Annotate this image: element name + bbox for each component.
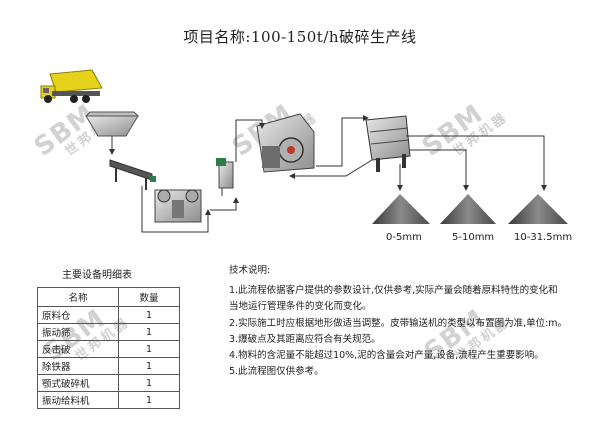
equipment-name: 除铁器 (37, 357, 119, 375)
vibrating-screen-icon (365, 115, 411, 172)
product-pile-icon (440, 194, 496, 224)
column-header: 名称 (37, 287, 119, 307)
impact-crusher-icon (256, 113, 315, 173)
note-line: 5.此流程图仅供参考。 (229, 366, 324, 378)
table-row: 反击破 1 (37, 340, 180, 358)
table-header-row: 名称 数量 (37, 287, 180, 307)
equipment-table-title: 主要设备明细表 (62, 270, 132, 281)
note-line: 2.实际施工时应根据地形做适当调整。皮带输送机的类型以布置图为准,单位:m。 (229, 317, 568, 329)
table-row: 振动给料机 1 (37, 391, 180, 409)
equipment-qty: 1 (118, 340, 180, 358)
equipment-name: 颚式破碎机 (37, 374, 119, 392)
equipment-qty: 1 (118, 357, 180, 375)
technical-notes: 技术说明: 1.此流程依据客户提供的参数设计,仅供参考,实际产量会随着原料特性的… (229, 263, 594, 380)
equipment-name: 振动给料机 (37, 391, 119, 409)
note-line: 1.此流程依据客户提供的参数设计,仅供参考,实际产量会随着原料特性的变化和 (229, 285, 558, 297)
equipment-qty: 1 (118, 391, 180, 409)
note-line: 当地运行管理条件的变化而变化。 (229, 301, 372, 313)
dump-truck-icon (40, 69, 103, 103)
equipment-name: 原料仓 (37, 306, 119, 324)
product-size-label: 10-31.5mm (514, 232, 573, 243)
equipment-qty: 1 (118, 323, 180, 341)
equipment-qty: 1 (118, 374, 180, 392)
product-size-label: 5-10mm (452, 232, 495, 243)
equipment-table: 名称 数量 原料仓 1 振动筛 1 反击破 1 除铁器 1 颚式破碎机 1 振动… (37, 287, 180, 409)
table-row: 颚式破碎机 1 (37, 374, 180, 392)
vibrating-feeder-icon (109, 159, 156, 190)
equipment-name: 振动筛 (37, 323, 119, 341)
raw-material-silo-icon (84, 111, 140, 137)
note-line: 3.爆破点及其距离应符合有关规范。 (229, 333, 381, 345)
notes-title: 技术说明: (229, 265, 271, 276)
jaw-crusher-icon (154, 189, 202, 223)
equipment-name: 反击破 (37, 340, 119, 358)
note-line: 4.物料的含泥量不能超过10%,泥的含量会对产量,设备,流程产生重要影响。 (229, 350, 544, 362)
iron-remover-icon (216, 158, 234, 196)
column-header: 数量 (118, 287, 180, 307)
product-pile-icon (508, 194, 568, 224)
table-row: 原料仓 1 (37, 306, 180, 324)
table-row: 除铁器 1 (37, 357, 180, 375)
page-title: 项目名称:100-150t/h破碎生产线 (183, 28, 417, 46)
product-size-label: 0-5mm (386, 232, 422, 243)
equipment-qty: 1 (118, 306, 180, 324)
table-row: 振动筛 1 (37, 323, 180, 341)
process-flow-diagram (40, 69, 568, 233)
product-pile-icon (372, 194, 430, 224)
